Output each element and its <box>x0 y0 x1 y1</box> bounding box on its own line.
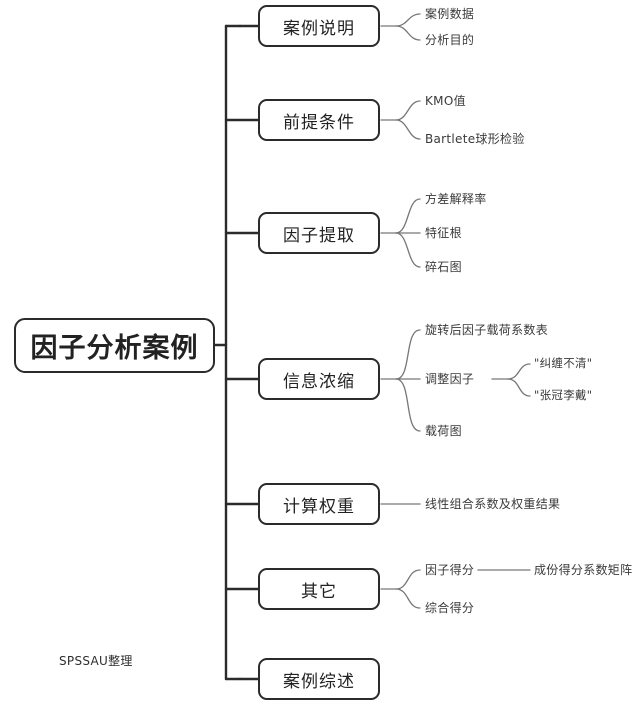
branch-node-case-summary[interactable]: 案例综述 <box>258 658 380 700</box>
leaf-curve-3-3 <box>395 232 421 268</box>
subleaf-label-component-score-matrix[interactable]: 成份得分系数矩阵 <box>534 563 633 577</box>
leaf-curve-4-1 <box>395 329 421 380</box>
branch-node-label: 案例说明 <box>283 18 355 39</box>
leaf-curve-6-2 <box>395 588 421 609</box>
branch-node-case-description[interactable]: 案例说明 <box>258 5 380 47</box>
branch-node-factor-extraction[interactable]: 因子提取 <box>258 212 380 254</box>
leaf-label-variance-explained[interactable]: 方差解释率 <box>425 192 487 206</box>
leaf-label-analysis-purpose[interactable]: 分析目的 <box>425 33 475 47</box>
leaf-curve-2-1 <box>395 100 421 121</box>
sub-curve-4-2-1 <box>507 363 531 380</box>
root-node-label: 因子分析案例 <box>30 333 199 364</box>
root-node[interactable]: 因子分析案例 <box>14 318 215 373</box>
subleaf-label-entangled[interactable]: "纠缠不清" <box>534 356 593 370</box>
leaf-curve-4-3 <box>395 378 421 432</box>
branch-node-label: 计算权重 <box>283 496 355 517</box>
leaf-label-linear-combination-weights[interactable]: 线性组合系数及权重结果 <box>425 497 561 511</box>
branch-node-information-condensation[interactable]: 信息浓缩 <box>258 358 380 400</box>
leaf-curve-3-1 <box>395 198 421 234</box>
branch-node-label: 前提条件 <box>283 112 355 133</box>
branch-node-label: 案例综述 <box>283 671 355 692</box>
branch-node-label: 信息浓缩 <box>283 371 355 392</box>
leaf-curve-2-2 <box>395 119 421 140</box>
sub-curve-4-2-2 <box>507 378 531 397</box>
branch-node-label: 因子提取 <box>283 225 355 246</box>
leaf-curve-6-1 <box>395 569 421 590</box>
leaf-label-bartlett-test[interactable]: Bartlete球形检验 <box>425 132 525 146</box>
leaf-label-loading-plot[interactable]: 载荷图 <box>425 424 462 438</box>
branch-node-weight-calculation[interactable]: 计算权重 <box>258 483 380 525</box>
footer-credit: SPSSAU整理 <box>59 654 133 668</box>
leaf-label-scree-plot[interactable]: 碎石图 <box>425 260 462 274</box>
leaf-label-composite-score[interactable]: 综合得分 <box>425 601 475 615</box>
leaf-curve-1-1 <box>395 13 421 27</box>
leaf-label-adjust-factors[interactable]: 调整因子 <box>425 372 475 386</box>
subleaf-label-mismatched[interactable]: "张冠李戴" <box>534 388 593 402</box>
leaf-label-factor-score[interactable]: 因子得分 <box>425 563 475 577</box>
leaf-label-case-data[interactable]: 案例数据 <box>425 7 475 21</box>
leaf-label-kmo-value[interactable]: KMO值 <box>425 94 466 108</box>
branch-node-prerequisites[interactable]: 前提条件 <box>258 99 380 141</box>
leaf-label-eigenvalue[interactable]: 特征根 <box>425 226 462 240</box>
leaf-label-rotated-loading-table[interactable]: 旋转后因子载荷系数表 <box>425 323 549 337</box>
branch-node-others[interactable]: 其它 <box>258 568 380 610</box>
leaf-curve-1-2 <box>395 25 421 41</box>
branch-node-label: 其它 <box>301 581 337 602</box>
